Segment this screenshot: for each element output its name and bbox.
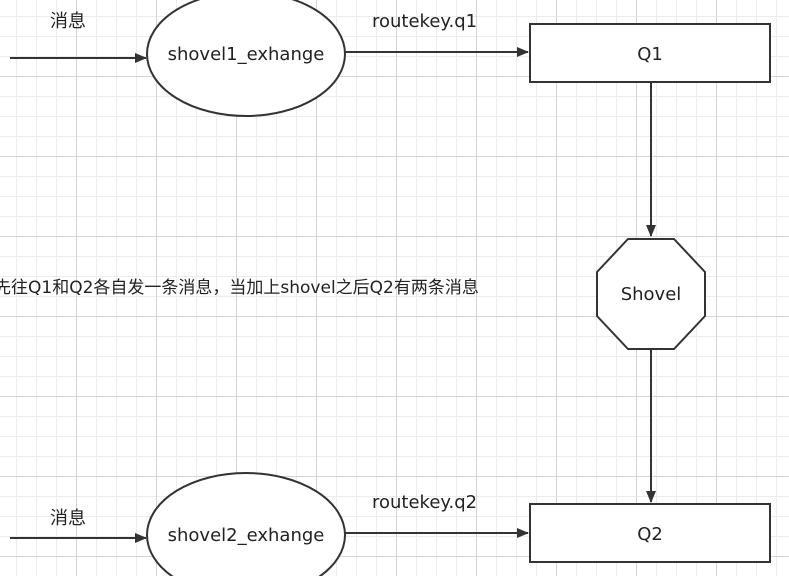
exchange1-node (146, 0, 346, 117)
exchange1-label: shovel1_exhange (168, 44, 325, 65)
queue2-label: Q2 (637, 524, 663, 545)
route-label-q1: routekey.q1 (372, 11, 477, 32)
queue1-label: Q1 (637, 44, 663, 65)
input-label-bottom: 消息 (50, 508, 86, 529)
exchange2-node (146, 472, 346, 576)
queue2-node (529, 503, 771, 563)
shovel-node (596, 238, 706, 350)
exchange2-label: shovel2_exhange (168, 525, 325, 546)
shovel-label: Shovel (621, 284, 682, 305)
route-label-q2: routekey.q2 (372, 492, 477, 513)
annotation-note: 先往Q1和Q2各自发一条消息，当加上shovel之后Q2有两条消息 (0, 278, 479, 298)
input-label-top: 消息 (50, 11, 86, 32)
